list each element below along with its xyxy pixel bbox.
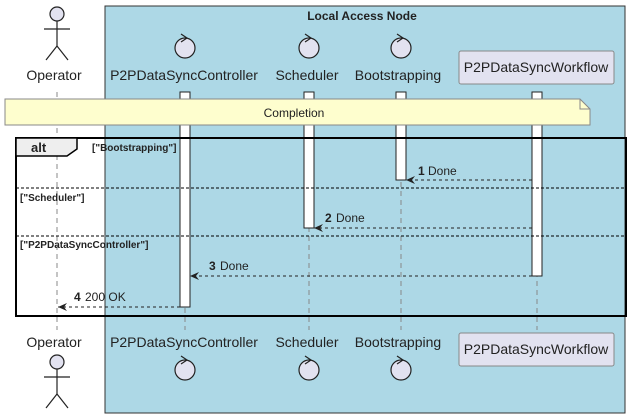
participant-scheduler-label-top: Scheduler [275,67,338,83]
message-4-number: 4 [74,290,81,304]
group-title: Local Access Node [307,9,417,23]
control-icon-scheduler-bottom [298,355,320,381]
activation-controller [179,91,191,308]
participant-workflow-label-top: P2PDataSyncWorkflow [464,59,609,75]
participant-operator-top [44,6,70,61]
participant-bootstrapping-label-bottom: Bootstrapping [355,334,441,350]
message-2-label: Done [336,211,365,225]
activation-workflow [531,91,543,277]
message-2-number: 2 [325,211,332,225]
participant-workflow-label-bottom: P2PDataSyncWorkflow [464,341,609,357]
participant-operator-label-top: Operator [26,67,82,83]
activation-bootstrapping [395,91,407,181]
message-1-label: Done [428,164,457,178]
participant-scheduler-label-bottom: Scheduler [275,334,338,350]
actor-head-icon [49,354,65,370]
control-icon-scheduler-top [298,33,320,59]
actor-head-icon [49,6,65,22]
guard-scheduler: ["Scheduler"] [20,193,85,204]
control-icon-controller-bottom [174,355,196,381]
participant-operator-label-bottom: Operator [26,334,82,350]
guard-bootstrapping: ["Bootstrapping"] [92,143,176,154]
control-icon-controller-top [174,33,196,59]
message-3-label: Done [220,259,249,273]
activation-scheduler [303,91,315,229]
alt-tab [15,137,78,157]
message-3-number: 3 [209,259,216,273]
alt-keyword: alt [31,140,47,155]
control-icon-bootstrapping-top [390,33,412,59]
note-text: Completion [264,106,325,120]
message-1-number: 1 [418,164,425,178]
alt-frame [15,137,627,317]
message-4-label: 200 OK [85,290,126,304]
participant-workflow-box-bottom [458,332,615,367]
control-icon-bootstrapping-bottom [390,355,412,381]
guard-controller: ["P2PDataSyncController"] [20,240,148,251]
completion-note [4,98,591,126]
participant-bootstrapping-label-top: Bootstrapping [355,67,441,83]
participant-operator-bottom [44,354,70,409]
participant-controller-label-top: P2PDataSyncController [110,67,258,83]
activations [179,91,543,308]
participant-workflow-box-top [458,50,615,85]
participant-controller-label-bottom: P2PDataSyncController [110,334,258,350]
